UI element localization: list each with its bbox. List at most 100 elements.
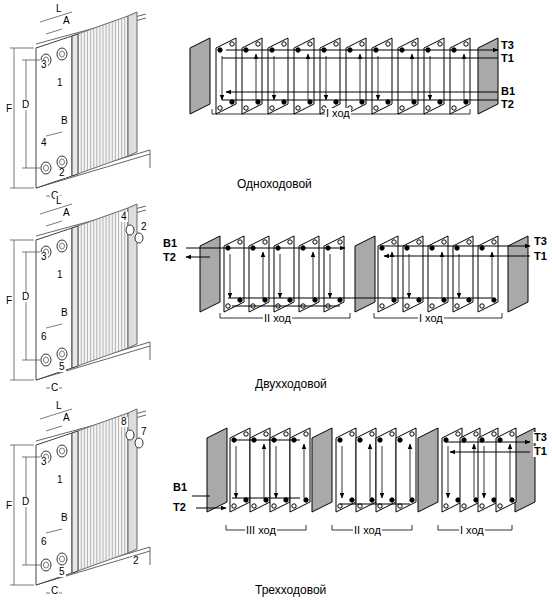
port [41, 162, 51, 174]
plate-pack [72, 16, 128, 176]
pass-bracket [374, 313, 375, 318]
channel-flow [492, 252, 493, 298]
port [41, 559, 51, 571]
callout-label: D [21, 292, 30, 302]
plate-port [338, 438, 342, 442]
plate-edge [112, 22, 113, 162]
heat-plate [450, 38, 470, 114]
callout-label: 2 [132, 556, 140, 566]
dimension-tick [10, 445, 34, 446]
dimension-line [26, 252, 27, 360]
heat-plate [403, 236, 423, 312]
plate-port [350, 498, 354, 502]
pass-bracket [212, 109, 213, 114]
plate-pack [72, 413, 128, 573]
plate-edge [106, 216, 107, 356]
callout-label: L [55, 401, 63, 411]
channel-flow [448, 446, 449, 498]
plate-port [444, 504, 448, 508]
plate-edge [124, 209, 125, 349]
port-bore [60, 556, 65, 562]
dimension-line [46, 529, 62, 533]
channel-flow [342, 446, 343, 498]
pass-bracket [502, 313, 503, 318]
heat-plate [478, 236, 498, 312]
callout-label: 7 [140, 427, 148, 437]
plate-edge [103, 422, 104, 562]
heat-plate [336, 428, 356, 512]
plate-port [378, 438, 382, 442]
dimension-tick [22, 168, 40, 169]
header-flow [226, 50, 498, 51]
callout-label: D [21, 497, 30, 507]
stream-label: B1 [162, 238, 178, 249]
heat-plate [376, 428, 396, 512]
end-plate [508, 236, 528, 312]
plate-port [510, 432, 514, 436]
rear-port [135, 438, 143, 448]
plate-port [282, 42, 286, 46]
plate-port [405, 304, 409, 308]
plate-edge [115, 21, 116, 161]
dimension-tick [22, 360, 40, 361]
port-bore [60, 243, 65, 249]
plate-port [313, 240, 317, 244]
pass-bracket [512, 525, 513, 530]
plate-edge [99, 423, 100, 563]
plate-port [288, 240, 292, 244]
channel-flow [430, 56, 431, 100]
plate-edge [93, 425, 94, 565]
dimension-tick [22, 60, 40, 61]
plate-port [400, 106, 404, 110]
plate-edge [96, 424, 97, 564]
plate-port [338, 240, 342, 244]
plate-port [510, 498, 514, 502]
plate-edge [81, 225, 82, 365]
port [57, 445, 67, 457]
plate-edge [109, 420, 110, 560]
channel-flow [263, 252, 264, 298]
header-flow [380, 246, 530, 247]
header-flow [340, 504, 410, 505]
end-plate [200, 236, 220, 312]
header-flow [192, 496, 210, 497]
plate-port [390, 432, 394, 436]
header-flow [222, 58, 498, 59]
stream-label: T2 [172, 502, 187, 513]
heat-plate [249, 236, 269, 312]
plate-edge [96, 219, 97, 359]
callout-label: C [50, 586, 59, 596]
pass-label: I ход [459, 525, 485, 536]
plate-edge [124, 17, 125, 157]
callout-label: 1 [56, 78, 64, 88]
callout-label: F [5, 104, 13, 114]
plate-port [308, 42, 312, 46]
dimension-line [26, 457, 27, 565]
plate-port [498, 504, 502, 508]
channel-flow [410, 444, 411, 498]
plate-edge [99, 26, 100, 166]
end-plate [515, 428, 535, 512]
header-flow [228, 298, 492, 299]
stream-label: T2 [500, 99, 515, 110]
callout-label: 4 [120, 212, 128, 222]
plate-port [256, 42, 260, 46]
plate-port [412, 42, 416, 46]
pass-label: III ход [245, 525, 277, 536]
plate-edge [115, 213, 116, 353]
plate-edge [106, 24, 107, 164]
dimension-line [14, 240, 15, 380]
port-bore [60, 351, 65, 357]
plate-edge [87, 31, 88, 171]
dimension-tick [10, 48, 34, 49]
heat-plate [224, 236, 244, 312]
plate-port [452, 106, 456, 110]
dimension-line [46, 426, 62, 431]
plate-port [264, 432, 268, 436]
plate-port [438, 42, 442, 46]
stream-label: T1 [500, 53, 515, 64]
plate-edge [103, 217, 104, 357]
pass-bracket [226, 525, 227, 530]
dimension-tick [10, 188, 34, 189]
